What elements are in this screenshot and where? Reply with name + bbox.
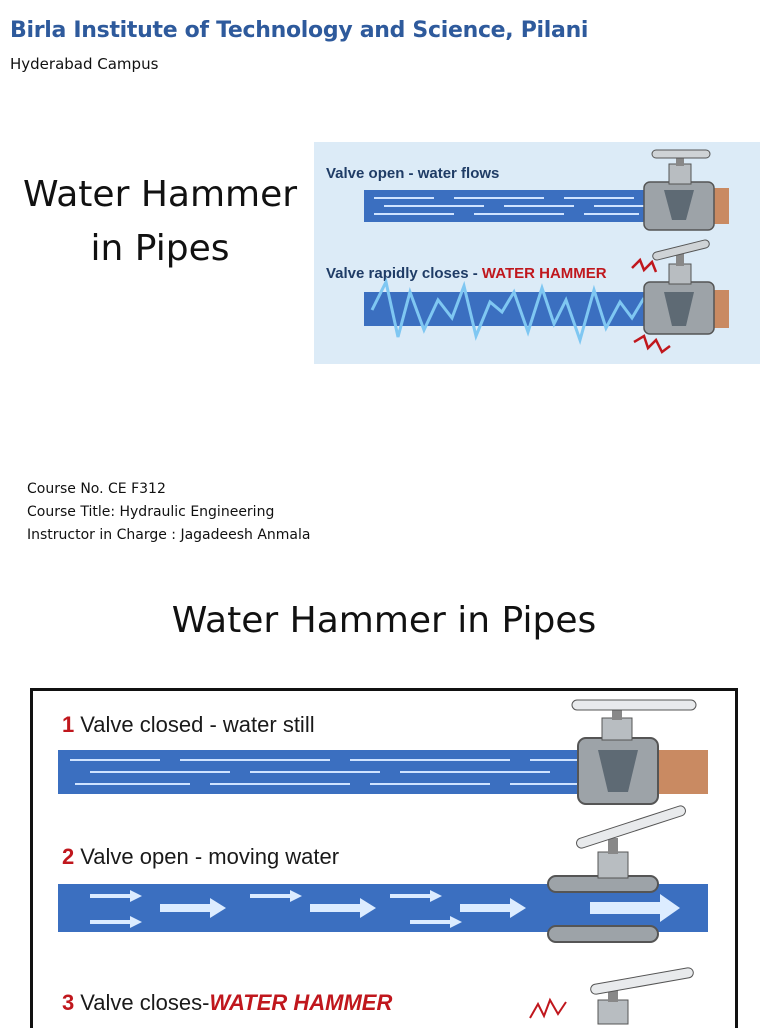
course-instructor: Instructor in Charge : Jagadeesh Anmala [27, 524, 310, 547]
step-1-text: Valve closed - water still [80, 712, 314, 737]
institute-name: Birla Institute of Technology and Scienc… [10, 18, 588, 43]
step-3-water-hammer: WATER HAMMER [209, 990, 392, 1015]
step-1-number: 1 [62, 712, 74, 737]
caption-water-hammer: WATER HAMMER [482, 265, 607, 282]
step-2-number: 2 [62, 844, 74, 869]
slide-title: Water Hammer in Pipes [10, 168, 310, 276]
slide2-title: Water Hammer in Pipes [0, 600, 768, 641]
campus-name: Hyderabad Campus [10, 55, 158, 73]
step-2-text: Valve open - moving water [80, 844, 339, 869]
water-hammer-figure: Valve open - water flows Valve rapidly c… [314, 142, 760, 364]
slide-title-line2: in Pipes [10, 222, 310, 276]
caption-valve-closes-prefix: Valve rapidly closes - [326, 265, 482, 282]
course-number: Course No. CE F312 [27, 478, 310, 501]
step-3-text: Valve closes- [80, 990, 209, 1015]
course-title: Course Title: Hydraulic Engineering [27, 501, 310, 524]
step-3-number: 3 [62, 990, 74, 1015]
course-info: Course No. CE F312 Course Title: Hydraul… [27, 478, 310, 547]
caption-valve-open: Valve open - water flows [326, 165, 499, 182]
slide-title-line1: Water Hammer [10, 168, 310, 222]
caption-valve-closes: Valve rapidly closes - WATER HAMMER [326, 265, 607, 282]
